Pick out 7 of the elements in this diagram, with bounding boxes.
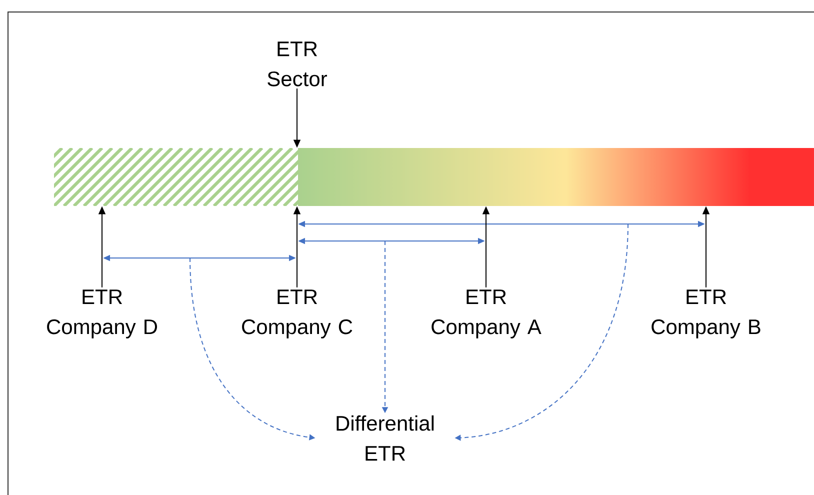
label-text: ETR Company C <box>242 290 352 338</box>
label-text: ETR Company B <box>652 290 760 338</box>
label-text: Differential ETR <box>336 415 434 461</box>
label-text: ETR Company A <box>432 290 542 338</box>
gradient-bar <box>54 148 814 206</box>
label-text: ETR Sector <box>268 42 327 86</box>
label-text: ETR Company D <box>47 290 157 338</box>
